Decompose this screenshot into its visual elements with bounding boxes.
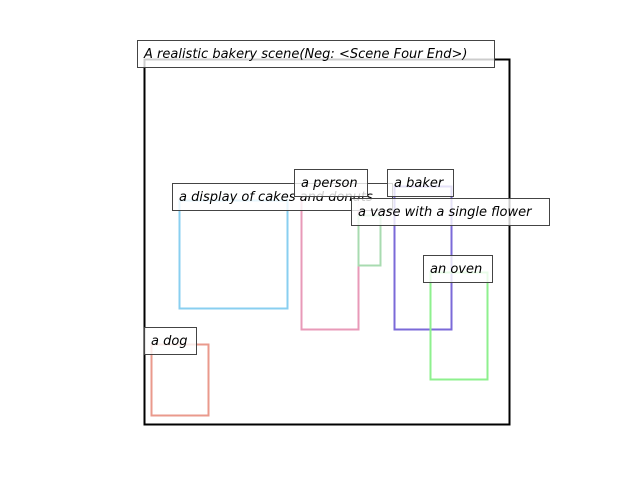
dog-label: a dog <box>151 334 188 349</box>
person-label-background <box>294 169 368 197</box>
oven-box <box>429 271 489 381</box>
oven-label-background <box>423 255 493 283</box>
vase-label: a vase with a single flower <box>358 205 533 220</box>
dog-label-background <box>144 327 197 355</box>
dog-box <box>150 343 210 417</box>
scene-title: A realistic bakery scene(Neg: <Scene Fou… <box>143 47 467 62</box>
scene-title-background <box>137 40 495 68</box>
baker-label: a baker <box>394 176 445 191</box>
person-label: a person <box>301 176 358 191</box>
baker-label-background <box>387 169 454 197</box>
scene-frame <box>143 58 511 426</box>
oven-label: an oven <box>430 262 482 277</box>
cakes-box <box>178 199 289 310</box>
vase-label-background <box>351 198 550 226</box>
